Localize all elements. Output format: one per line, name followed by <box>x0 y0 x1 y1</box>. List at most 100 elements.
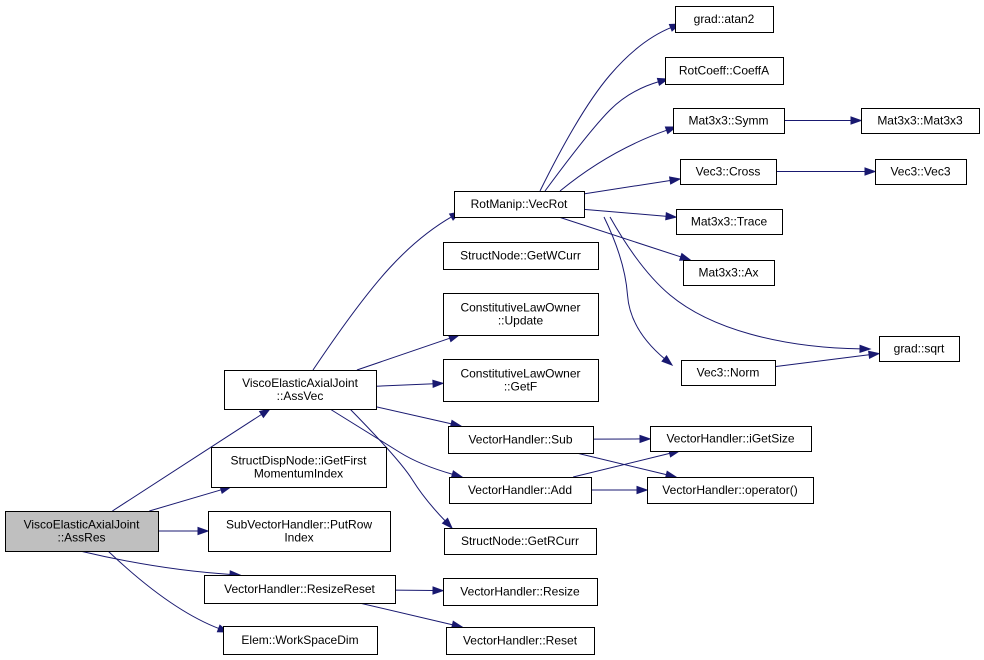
node-box <box>444 528 597 555</box>
edge-line <box>79 550 232 575</box>
function-node-grad-sqrt[interactable]: grad::sqrt <box>879 336 960 362</box>
edge-line <box>312 216 453 371</box>
node-label: MomentumIndex <box>254 467 343 481</box>
node-label: StructNode::GetWCurr <box>460 249 581 263</box>
edge-line <box>603 216 666 360</box>
function-node-sn-getwcurr[interactable]: StructNode::GetWCurr <box>443 242 599 270</box>
edge-line <box>774 354 871 368</box>
call-edge <box>158 526 210 536</box>
function-node-vh-sub[interactable]: VectorHandler::Sub <box>448 426 594 454</box>
node-box <box>861 108 980 134</box>
call-edge <box>609 216 872 354</box>
function-node-vh-resizereset[interactable]: VectorHandler::ResizeReset <box>204 575 396 604</box>
call-edge <box>544 77 670 192</box>
function-node-rc-coeffa[interactable]: RotCoeff::CoeffA <box>665 57 784 85</box>
arrowhead-icon <box>636 485 649 495</box>
call-edge <box>375 379 445 388</box>
node-box <box>443 578 598 606</box>
function-node-v3-v3[interactable]: Vec3::Vec3 <box>875 159 967 185</box>
edge-line <box>576 452 668 476</box>
call-edge <box>312 211 462 371</box>
node-label: ViscoElasticAxialJoint <box>24 518 140 532</box>
arrowhead-icon <box>859 344 872 354</box>
node-label: ::Update <box>498 314 544 328</box>
edge-line <box>375 383 435 387</box>
node-box <box>665 57 784 85</box>
call-edge <box>359 602 464 629</box>
arrowhead-icon <box>432 586 445 595</box>
function-node-clo-getf[interactable]: ConstitutiveLawOwner::GetF <box>443 359 599 402</box>
function-node-vh-add[interactable]: VectorHandler::Add <box>449 477 592 504</box>
edge-line <box>107 550 220 630</box>
arrowhead-icon <box>197 526 210 536</box>
function-node-rm-vecrot[interactable]: RotManip::VecRot <box>454 191 585 218</box>
function-node-m33-m33[interactable]: Mat3x3::Mat3x3 <box>861 108 980 134</box>
arrowhead-icon <box>432 379 445 388</box>
call-edge <box>539 23 682 192</box>
node-label: SubVectorHandler::PutRow <box>226 518 372 532</box>
function-node-vh-operator[interactable]: VectorHandler::operator() <box>647 477 814 504</box>
function-node-m33-trace[interactable]: Mat3x3::Trace <box>676 209 783 235</box>
call-edge <box>573 449 681 478</box>
node-box <box>681 360 776 386</box>
node-box <box>204 575 396 604</box>
function-node-grad-atan2[interactable]: grad::atan2 <box>675 6 774 33</box>
function-node-m33-symm[interactable]: Mat3x3::Symm <box>673 108 785 134</box>
node-box <box>647 477 814 504</box>
call-edge <box>394 586 445 595</box>
node-label: VectorHandler::operator() <box>662 483 797 497</box>
edge-line <box>149 489 223 512</box>
call-edge <box>583 176 682 195</box>
node-box <box>443 293 599 336</box>
node-box <box>446 627 595 655</box>
function-node-vh-reset[interactable]: VectorHandler::Reset <box>446 627 595 655</box>
node-box <box>879 336 960 362</box>
function-node-elem-workspace[interactable]: Elem::WorkSpaceDim <box>223 626 378 655</box>
node-label: Mat3x3::Ax <box>698 266 758 280</box>
edge-line <box>558 216 682 258</box>
edge-line <box>329 408 454 476</box>
node-label: StructDispNode::iGetFirst <box>230 454 367 468</box>
call-edge <box>79 550 242 579</box>
edge-line <box>573 452 671 478</box>
node-label: Index <box>284 531 313 545</box>
call-edge <box>576 452 678 479</box>
function-node-va-assres[interactable]: ViscoElasticAxialJoint::AssRes <box>5 511 159 552</box>
nodes-layer: ViscoElasticAxialJoint::AssResViscoElast… <box>5 6 980 655</box>
edge-line <box>375 406 453 425</box>
call-edge <box>591 485 649 495</box>
node-box <box>449 477 592 504</box>
call-edge <box>592 434 652 444</box>
node-label: ::AssVec <box>277 389 324 403</box>
node-label: VectorHandler::Add <box>468 483 572 497</box>
function-node-vh-resize[interactable]: VectorHandler::Resize <box>443 578 598 606</box>
arrowhead-icon <box>639 434 652 444</box>
function-node-v3-norm[interactable]: Vec3::Norm <box>681 360 776 386</box>
node-box <box>223 626 378 655</box>
call-edge <box>149 485 233 512</box>
node-box <box>443 242 599 270</box>
arrowhead-icon <box>850 116 863 125</box>
function-node-clo-update[interactable]: ConstitutiveLawOwner::Update <box>443 293 599 336</box>
function-node-v3-cross[interactable]: Vec3::Cross <box>680 159 777 185</box>
node-box <box>454 191 585 218</box>
node-box <box>875 159 967 185</box>
call-edge <box>375 406 463 428</box>
call-edge <box>112 408 272 512</box>
call-edge <box>784 116 863 125</box>
function-node-sn-getrcurr[interactable]: StructNode::GetRCurr <box>444 528 597 555</box>
node-label: VectorHandler::Resize <box>460 585 580 599</box>
node-label: ViscoElasticAxialJoint <box>242 376 358 390</box>
function-node-va-assvec[interactable]: ViscoElasticAxialJoint::AssVec <box>224 370 377 410</box>
node-box <box>211 447 387 488</box>
node-box <box>675 6 774 33</box>
node-label: Vec3::Norm <box>697 366 760 380</box>
edge-line <box>539 26 672 192</box>
node-label: grad::atan2 <box>694 12 755 26</box>
function-node-m33-ax[interactable]: Mat3x3::Ax <box>683 260 775 286</box>
function-node-vh-igetsize[interactable]: VectorHandler::iGetSize <box>650 426 812 452</box>
node-label: Vec3::Cross <box>696 165 761 179</box>
